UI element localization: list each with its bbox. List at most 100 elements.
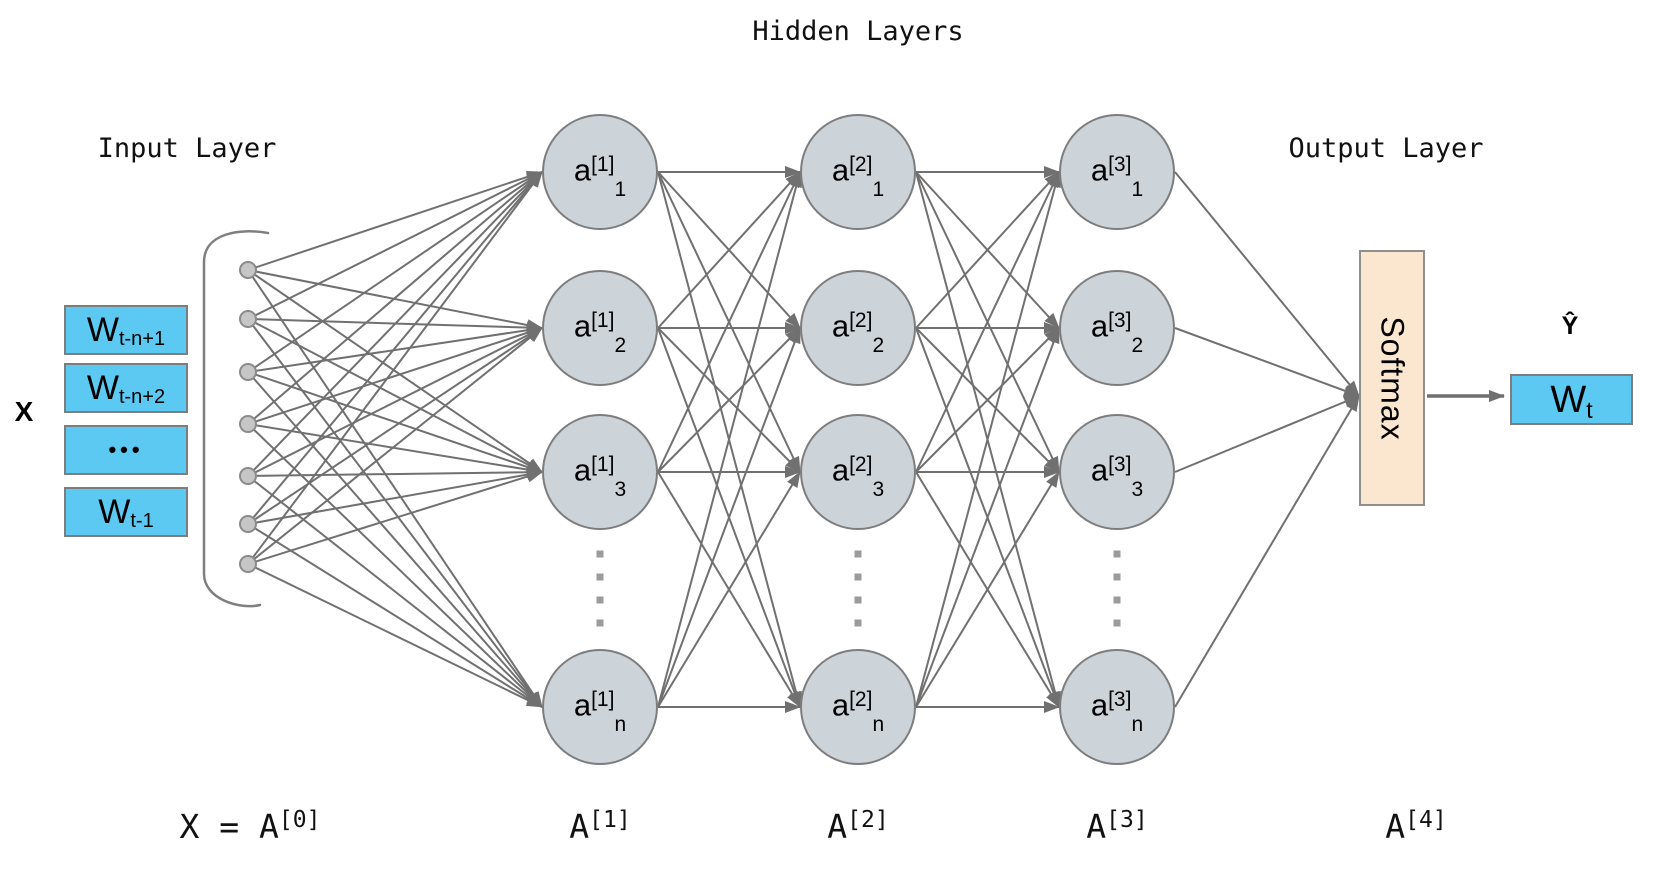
neuron-a3-n: a[3]n [1059,649,1175,765]
edge [1174,395,1360,473]
edge [247,326,543,425]
neuron-label: a[1]3 [573,452,627,502]
edge [915,471,1060,708]
edge [657,471,801,708]
input-word-subscript: t-n+2 [118,386,166,408]
y-hat-label: Ŷ [1561,312,1579,340]
edge [1174,171,1360,397]
input-word-subscript: t-1 [130,510,154,532]
edge [247,475,543,708]
output-layer-title: Output Layer [1288,133,1484,164]
edge [247,523,543,708]
edge [247,318,543,708]
ellipsis-dot [1113,550,1121,558]
input-node [239,310,257,328]
activation-label-0: X = A[0] [179,807,321,846]
edge [247,468,543,525]
ellipsis-dot [1113,596,1121,604]
edge [915,327,1060,708]
ellipsis-dot [854,573,862,581]
neuron-a1-n: a[1]n [542,649,658,765]
edge [915,171,1061,708]
input-node [239,467,257,485]
edge [247,171,543,525]
input-ellipsis-box: ••• [64,425,188,475]
activation-label-4: A[4] [1385,807,1447,846]
activation-label-1: A[1] [569,807,631,846]
neuron-a3-2: a[3]2 [1059,270,1175,386]
neuron-label: a[3]1 [1090,152,1144,202]
input-word-symbol: W [86,311,119,349]
input-layer-title: Input Layer [97,133,277,164]
neuron-a3-3: a[3]3 [1059,414,1175,530]
neuron-label: a[1]2 [573,308,627,358]
edge [247,318,543,473]
edge [247,171,543,477]
neuron-label: a[3]n [1090,687,1144,737]
edge [247,171,543,320]
edge [247,470,543,565]
edge [657,171,801,473]
input-node [239,261,257,279]
neuron-a2-3: a[2]3 [800,414,916,530]
input-word-subscript: t-n+1 [118,328,166,350]
neuron-label: a[3]2 [1090,308,1144,358]
edge [247,563,543,708]
edge [1174,327,1360,397]
neuron-label: a[2]3 [831,452,885,502]
edge [915,171,1060,473]
edge [247,171,543,565]
neuron-label: a[2]n [831,687,885,737]
input-node [239,363,257,381]
edge [915,171,1060,329]
ellipsis-dot [596,596,604,604]
neuron-a2-1: a[2]1 [800,114,916,230]
ellipsis-dot [596,550,604,558]
edge [247,171,543,425]
activation-label-2: A[2] [827,807,889,846]
edge [657,327,801,473]
edge [247,466,543,479]
edge [247,269,543,473]
output-word-symbol: W [1550,378,1587,421]
neuron-a2-n: a[2]n [800,649,916,765]
neuron-label: a[2]2 [831,308,885,358]
softmax-label: Softmax [1374,315,1411,441]
edge [657,171,802,708]
ellipsis-dot [854,596,862,604]
activation-label-3: A[3] [1086,807,1148,846]
ellipsis-dot [854,619,862,627]
input-word-symbol: ••• [108,437,144,462]
ellipsis-dot [596,619,604,627]
input-word-symbol: W [98,493,131,531]
ellipsis-dot [596,573,604,581]
ellipsis-dot [854,550,862,558]
edge [247,371,543,473]
neuron-a2-2: a[2]2 [800,270,916,386]
neuron-a3-1: a[3]1 [1059,114,1175,230]
edge [657,327,801,708]
output-word-subscript: t [1586,397,1593,423]
neuron-a1-3: a[1]3 [542,414,658,530]
edge [247,327,543,565]
neuron-a1-2: a[1]2 [542,270,658,386]
ellipsis-dot [1113,619,1121,627]
edge [247,423,543,476]
ellipsis-dot [1113,573,1121,581]
neuron-label: a[3]3 [1090,452,1144,502]
edge [247,171,543,271]
input-node [239,555,257,573]
input-node [239,515,257,533]
input-word-symbol: W [86,369,119,407]
edge [247,171,543,373]
edge [247,423,543,708]
edge [1174,395,1360,708]
neuron-label: a[2]1 [831,152,885,202]
neuron-a1-1: a[1]1 [542,114,658,230]
edge [247,327,543,477]
edge [915,327,1060,473]
